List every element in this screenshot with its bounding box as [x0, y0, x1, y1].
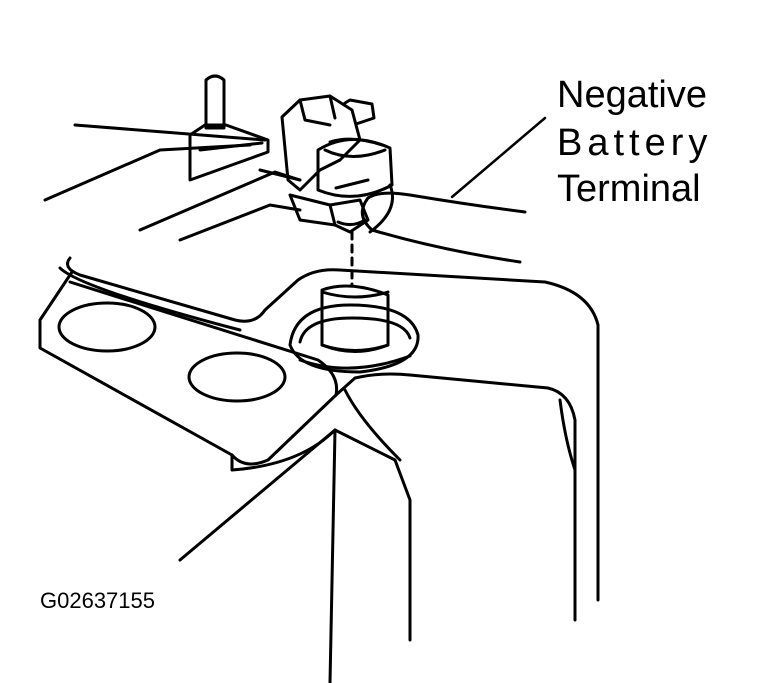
callout-label-battery: Battery	[557, 122, 713, 164]
vent-caps	[57, 301, 287, 403]
callout-leader-line	[450, 116, 547, 199]
callout-label-negative: Negative	[557, 74, 707, 116]
figure-id-label: G02637155	[40, 588, 155, 613]
negative-post	[288, 284, 420, 374]
battery-cable	[360, 191, 527, 264]
rear-post	[188, 74, 270, 182]
callout-label-terminal: Terminal	[557, 168, 701, 210]
cable-clamp	[280, 94, 394, 234]
